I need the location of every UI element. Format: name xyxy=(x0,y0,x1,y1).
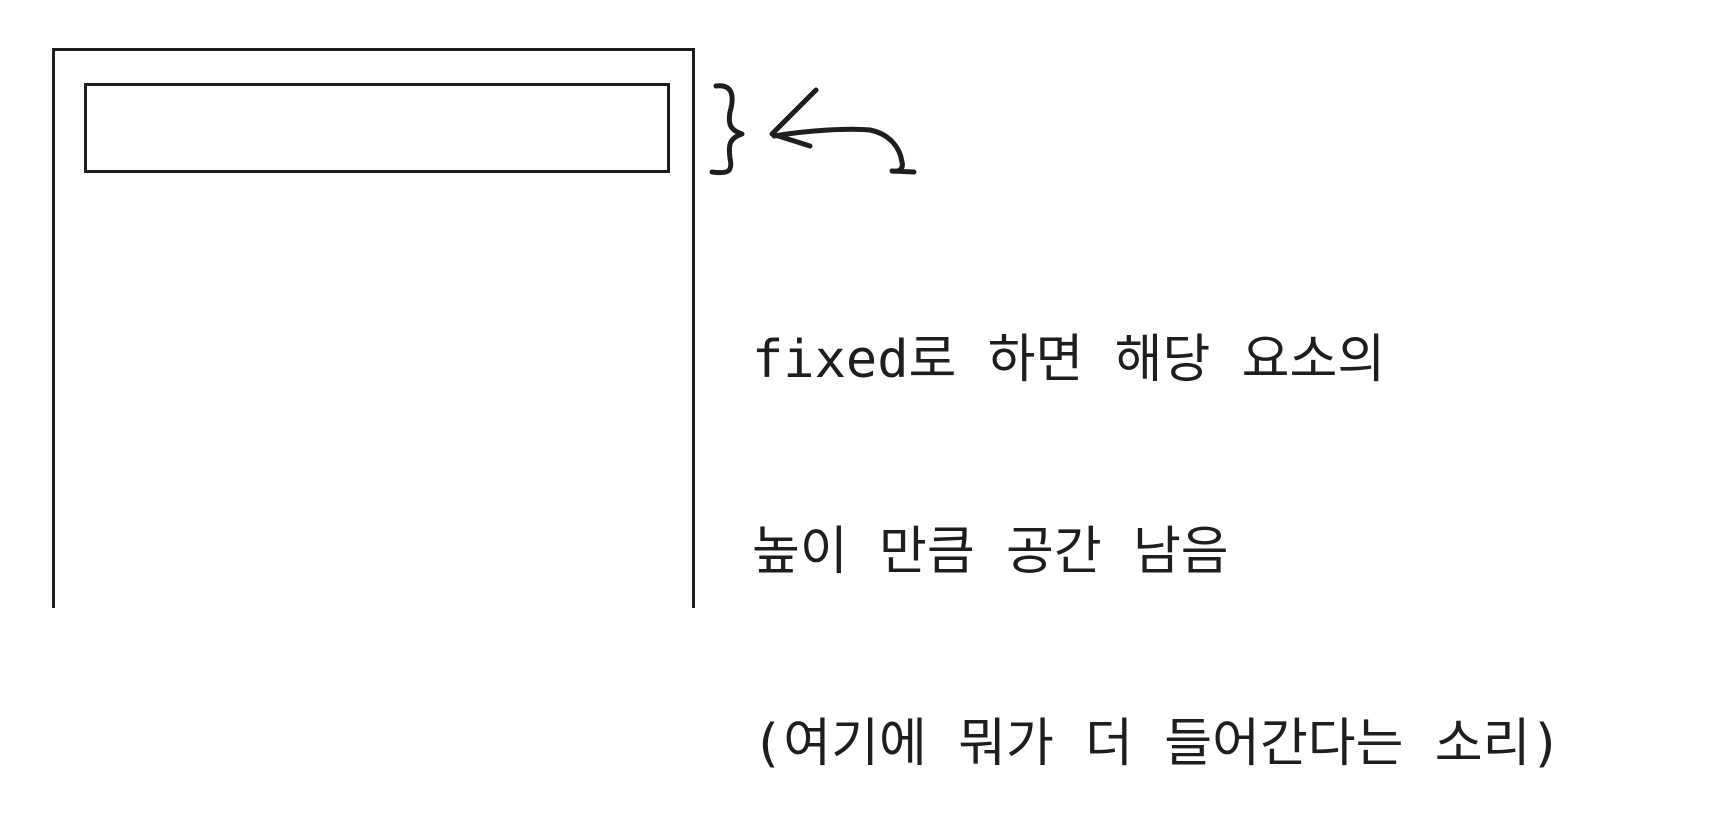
annotation-text: fixed로 하면 해당 요소의 높이 만큼 공간 남음 (여기에 뭐가 더 들… xyxy=(752,200,1562,840)
page-container-outline xyxy=(52,48,695,608)
bracket-arrow-icon xyxy=(709,83,917,176)
annotation-line-3: (여기에 뭐가 더 들어간다는 소리) xyxy=(752,714,1562,774)
annotation-line-2: 높이 만큼 공간 남음 xyxy=(752,522,1229,582)
arrow-head-icon xyxy=(769,87,819,149)
curly-bracket-icon xyxy=(709,83,745,176)
arrow-shaft-icon xyxy=(771,126,917,175)
annotation-line-1: fixed로 하면 해당 요소의 xyxy=(752,330,1386,390)
fixed-header-box xyxy=(84,83,670,173)
